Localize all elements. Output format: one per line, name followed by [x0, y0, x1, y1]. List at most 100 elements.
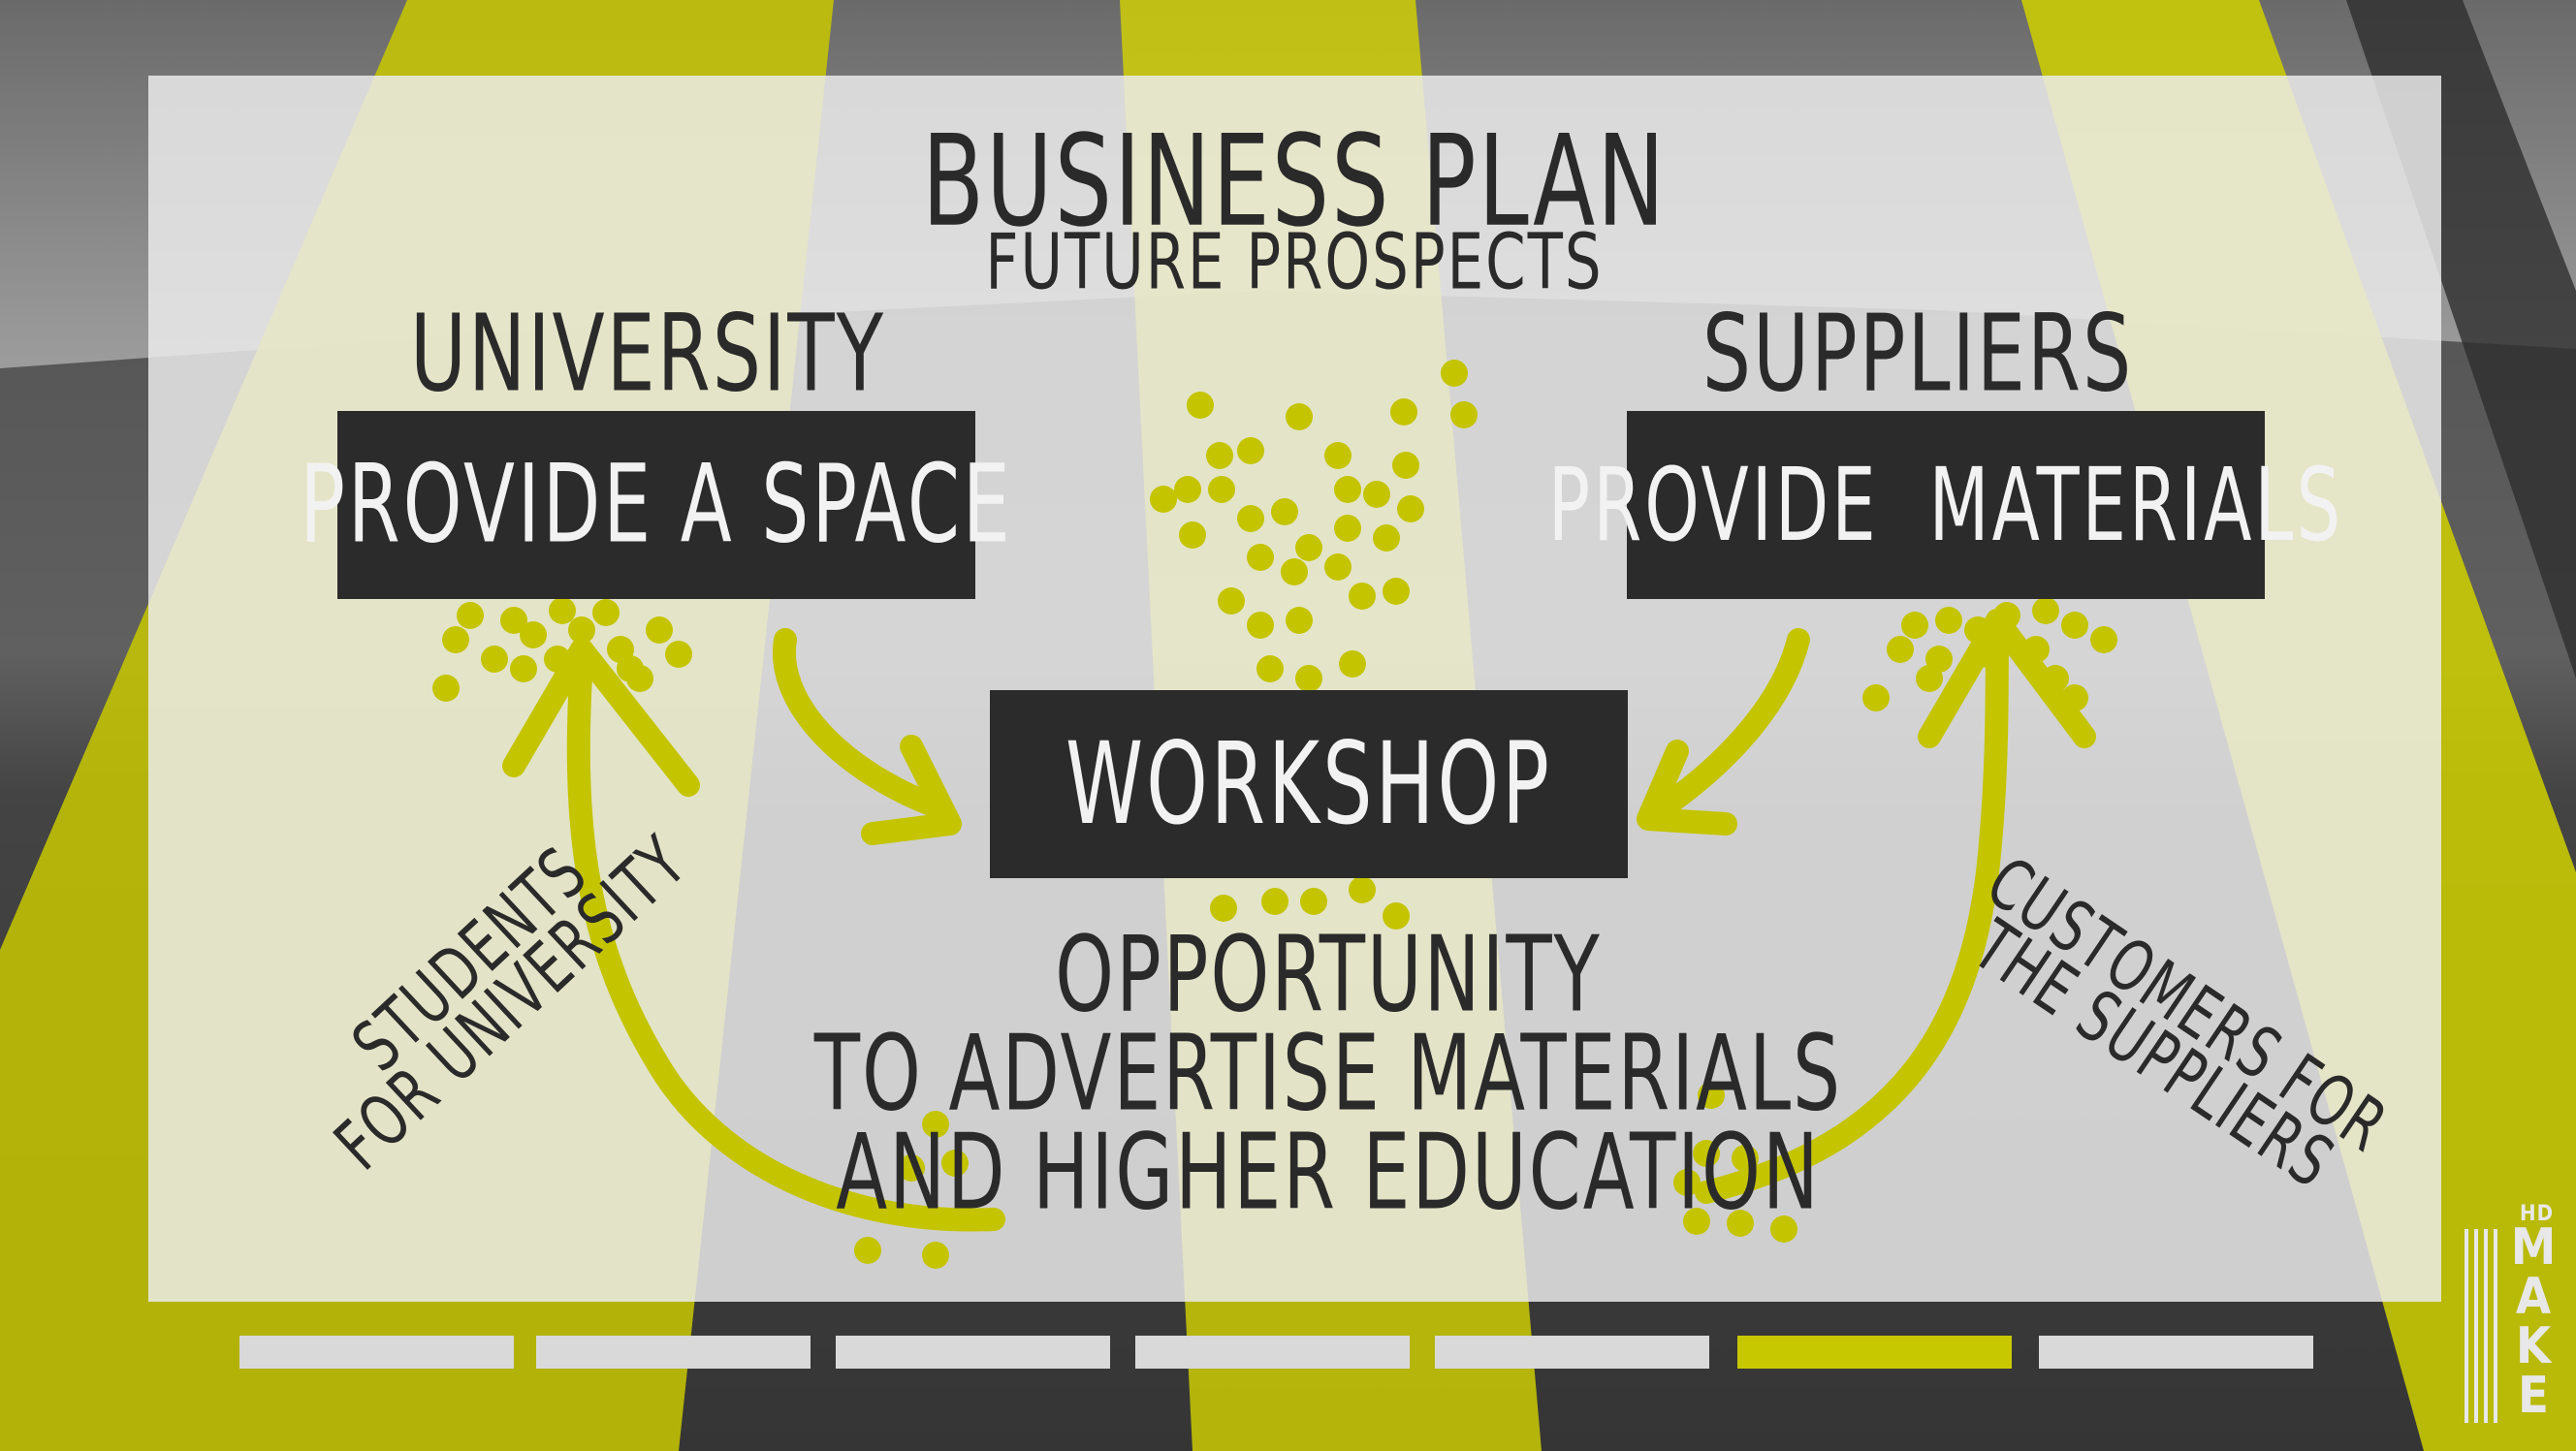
dot	[1281, 558, 1308, 585]
dot	[1349, 876, 1376, 903]
opportunity-line-3: AND HIGHER EDUCATION	[836, 1112, 1821, 1234]
dot	[549, 597, 576, 624]
dot	[1187, 392, 1214, 419]
arrow-students-curve	[566, 647, 1005, 1232]
dot	[1150, 486, 1177, 513]
university-label: UNIVERSITY	[410, 291, 885, 416]
opportunity-text: OPPORTUNITY TO ADVERTISE MATERIALS AND H…	[813, 917, 1843, 1231]
dot	[1862, 684, 1890, 711]
hd-make-logo: HD M A K E	[2461, 1202, 2558, 1425]
dot	[1339, 650, 1366, 678]
provide-space-box: PROVIDE A SPACE	[300, 411, 1010, 599]
logo-letter: M	[2510, 1218, 2557, 1277]
progress-segment	[536, 1336, 811, 1369]
dot	[1373, 524, 1400, 552]
dot	[1397, 495, 1424, 522]
dot	[2032, 597, 2059, 624]
workshop-label: WORKSHOP	[1065, 717, 1552, 851]
dot	[481, 646, 508, 673]
dot	[1901, 612, 1928, 639]
dot	[510, 655, 537, 682]
workshop-box: WORKSHOP	[990, 690, 1628, 878]
logo-bar	[2484, 1229, 2488, 1423]
logo-letter: K	[2515, 1317, 2552, 1375]
progress-segment	[1135, 1336, 1410, 1369]
dot	[1441, 360, 1468, 387]
dot	[1286, 607, 1313, 634]
arrow-space-to-workshop	[772, 628, 942, 816]
arrow-students-head	[502, 638, 700, 797]
dot	[922, 1111, 949, 1138]
dot	[1237, 505, 1264, 532]
arrow-materials-to-workshop-head	[1637, 740, 1737, 836]
dot	[592, 599, 620, 626]
dot	[1916, 665, 1943, 692]
suppliers-label: SUPPLIERS	[1701, 291, 2134, 416]
opportunity-line-2: TO ADVERTISE MATERIALS	[813, 1013, 1843, 1135]
dot	[1286, 403, 1313, 430]
dot	[1210, 895, 1237, 922]
progress-segment	[836, 1336, 1110, 1369]
dot	[1383, 902, 1410, 930]
dot	[442, 626, 469, 653]
dot	[1174, 476, 1201, 503]
dot	[1770, 1215, 1797, 1243]
dot	[1683, 1208, 1710, 1235]
provide-space-label: PROVIDE A SPACE	[300, 442, 1013, 568]
arrow-space-to-workshop-head	[861, 735, 962, 845]
logo-letter: A	[2515, 1268, 2552, 1326]
logo-bar	[2465, 1229, 2468, 1423]
logo-letter: E	[2518, 1367, 2549, 1425]
dot	[1179, 521, 1206, 549]
dot	[1732, 1145, 1759, 1172]
dot	[1727, 1210, 1754, 1237]
provide-materials-box: PROVIDE MATERIALS	[1548, 411, 2340, 599]
dot	[1349, 583, 1376, 610]
progress-segment	[2039, 1336, 2313, 1369]
progress-segment	[1435, 1336, 1709, 1369]
dot	[1935, 607, 1962, 634]
arrow-customers-head	[1918, 609, 2096, 748]
dot	[1334, 515, 1361, 542]
dot	[1324, 553, 1352, 581]
dot	[1450, 401, 1478, 428]
dot	[941, 1150, 969, 1177]
dot	[1887, 636, 1914, 663]
dot	[1271, 498, 1298, 525]
dot	[1673, 1169, 1701, 1196]
dot	[500, 607, 527, 634]
logo-make-text: M A K E	[2509, 1218, 2558, 1425]
dot	[568, 616, 595, 644]
dot	[1693, 1140, 1720, 1167]
dot	[617, 655, 644, 682]
dot	[854, 1237, 881, 1264]
dot	[1324, 442, 1352, 469]
dot	[1300, 888, 1327, 915]
diagram-title: BUSINESS PLAN	[921, 107, 1668, 255]
dot-clusters	[432, 360, 2117, 1269]
dot	[1383, 578, 1410, 605]
dot	[1206, 442, 1233, 469]
dot	[665, 641, 692, 668]
dot	[1334, 476, 1361, 503]
diagram-subtitle: FUTURE PROSPECTS	[985, 217, 1604, 307]
arrow-materials-to-workshop	[1656, 628, 1810, 816]
dot	[1363, 481, 1390, 508]
arrow-customers-curve	[1695, 609, 2009, 1204]
dot	[1247, 544, 1274, 571]
dot	[520, 621, 547, 648]
progress-segment	[1737, 1336, 2012, 1369]
opportunity-line-1: OPPORTUNITY	[1055, 914, 1602, 1036]
dot	[1247, 612, 1274, 639]
dot	[2090, 626, 2117, 653]
dot	[457, 602, 484, 629]
progress-segment	[239, 1336, 514, 1369]
dot	[1208, 476, 1235, 503]
dot	[1237, 437, 1264, 464]
dot	[922, 1242, 949, 1269]
dot	[1261, 888, 1288, 915]
logo-hd-text: HD	[2520, 1202, 2554, 1226]
dot	[1295, 534, 1322, 561]
